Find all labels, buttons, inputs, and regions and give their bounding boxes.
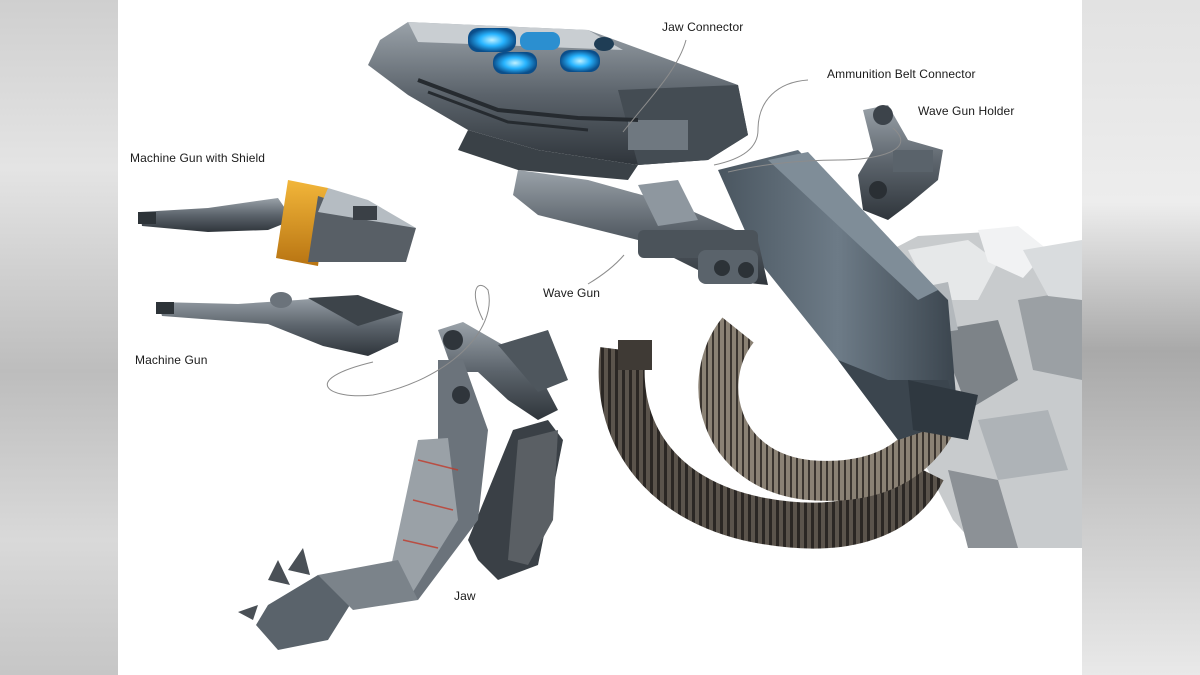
wave-gun-assembly — [513, 170, 768, 285]
leader-lines — [326, 39, 902, 397]
jaw-connector-head — [368, 22, 748, 180]
label-wave-gun: Wave Gun — [543, 286, 601, 300]
leader-line-jaw — [326, 284, 490, 397]
blurred-right-border — [1082, 0, 1200, 675]
machine-gun-with-shield — [138, 180, 416, 266]
leader-line-ammo-connector — [713, 79, 809, 166]
blurred-left-border — [0, 0, 118, 675]
label-machine-gun-with-shield: Machine Gun with Shield — [130, 151, 266, 165]
mech-parts-illustration — [138, 22, 1082, 650]
label-jaw: Jaw — [454, 589, 476, 603]
label-jaw-connector: Jaw Connector — [662, 20, 744, 34]
leader-line-wave-gun-holder — [727, 127, 902, 173]
leader-line-jaw-connector — [622, 39, 687, 133]
label-machine-gun: Machine Gun — [135, 353, 208, 367]
label-ammunition-belt-connector: Ammunition Belt Connector — [827, 67, 976, 81]
machine-gun — [156, 292, 403, 356]
ammunition-belt — [598, 317, 956, 549]
leader-line-wave-gun — [587, 254, 625, 285]
concept-art-canvas: Jaw Connector Ammunition Belt Connector … — [118, 0, 1082, 675]
wave-gun-holder — [858, 105, 943, 220]
label-wave-gun-holder: Wave Gun Holder — [918, 104, 1015, 118]
jaw — [238, 322, 568, 650]
mech-arm — [718, 150, 978, 440]
